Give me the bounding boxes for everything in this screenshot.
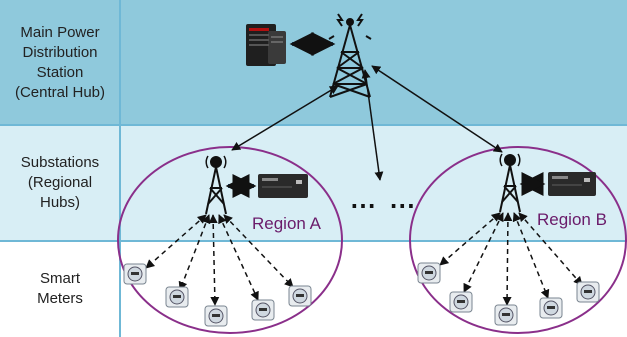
row-label-smart-meters: Smart Meters xyxy=(37,270,83,307)
row-label-central-hub: Main Power Distribution Station (Central… xyxy=(14,23,106,101)
network-box-icon xyxy=(258,174,308,198)
smart-meter-icon xyxy=(123,263,147,285)
link-hub-to-region-b xyxy=(371,65,503,153)
smart-meter-icon xyxy=(251,299,275,321)
region-b-meter-links xyxy=(439,212,583,306)
server-tower-icon xyxy=(246,24,286,66)
region-a-meter-links xyxy=(145,214,294,306)
smart-meter-icon xyxy=(288,285,312,307)
region-b-ellipse xyxy=(409,146,627,334)
substation-a-tower-icon xyxy=(205,155,227,215)
more-regions-ellipsis: ⋯ ⋯ xyxy=(350,190,419,220)
network-box-icon xyxy=(548,172,596,196)
row-label-substations: Substations (Regional Hubs) xyxy=(20,154,100,211)
smart-meter-icon xyxy=(449,291,473,313)
smart-meter-icon xyxy=(417,262,441,284)
region-a-label: Region A xyxy=(252,214,321,233)
smart-meter-icon xyxy=(204,305,228,327)
region-b-label: Region B xyxy=(537,210,607,229)
link-hub-to-other-regions xyxy=(361,69,384,181)
link-hub-to-region-a xyxy=(231,85,339,151)
region-a-ellipse xyxy=(117,146,343,334)
transmission-tower-icon xyxy=(328,13,372,98)
smart-meter-icon xyxy=(576,281,600,303)
substation-b-tower-icon xyxy=(499,153,521,213)
smart-meter-icon xyxy=(165,286,189,308)
smart-meter-icon xyxy=(494,304,518,326)
smart-meter-icon xyxy=(539,297,563,319)
